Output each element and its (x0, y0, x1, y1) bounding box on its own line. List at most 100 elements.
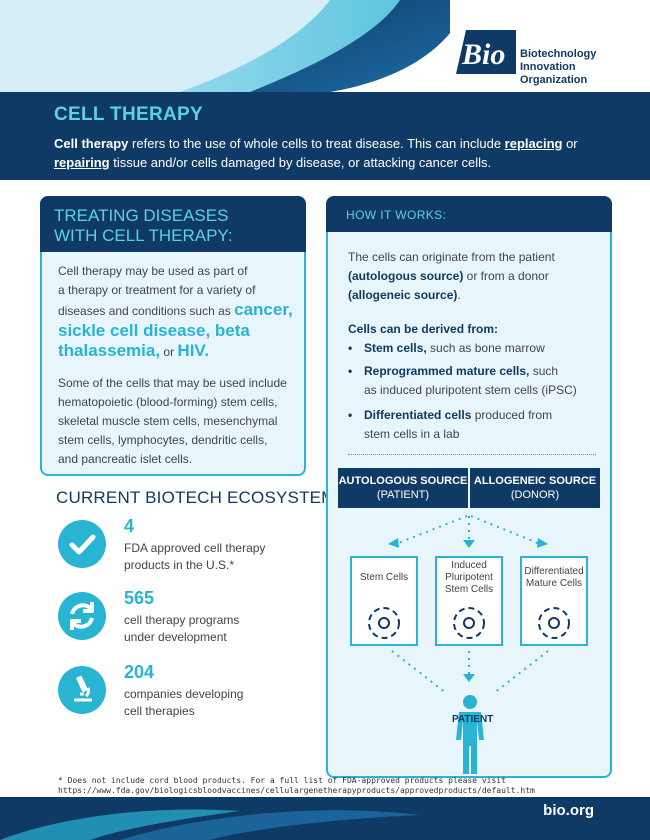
link-repairing[interactable]: repairing (54, 155, 110, 170)
disease-sickle: sickle cell disease, beta (58, 321, 250, 340)
cell-label-line-3: Stem Cells (444, 584, 494, 595)
autologous-sub: (PATIENT) (376, 489, 430, 501)
origin-line-3-wrap: (allogeneic source). (348, 286, 598, 305)
p2-line-5: and pancreatic islet cells. (58, 452, 193, 466)
logo[interactable]: Bio Biotechnology Innovation Organizatio… (450, 0, 650, 92)
cell-label-line-2: Stem Cells (359, 572, 409, 583)
p2-line-1: Some of the cells that may be used inclu… (58, 376, 287, 390)
cell-icon (453, 607, 485, 639)
cell-icon (538, 607, 570, 639)
bullet-rest: such as bone marrow (426, 341, 545, 355)
bullet-rest: produced from (471, 408, 553, 422)
bullet-bold: Stem cells, (364, 341, 427, 355)
treating-panel: TREATING DISEASES WITH CELL THERAPY: Cel… (40, 196, 306, 476)
org-line-1: Biotechnology (520, 48, 597, 60)
cell-label: Differentiated Mature Cells (522, 566, 586, 590)
cell-label: Induced Pluripotent Stem Cells (437, 560, 501, 596)
disease-hiv: HIV. (177, 341, 209, 360)
treating-title-line-1: TREATING DISEASES (54, 206, 229, 225)
org-line-3: Organization (520, 74, 588, 86)
treating-title-line-2: WITH CELL THERAPY: (54, 226, 233, 245)
stat-number: 565 (124, 588, 155, 608)
how-it-works-panel: HOW IT WORKS: The cells can originate fr… (326, 196, 612, 778)
bullet-line-2: stem cells in a lab (364, 427, 460, 441)
bullet-bold: Reprogrammed mature cells, (364, 364, 530, 378)
link-replacing[interactable]: replacing (504, 136, 563, 151)
list-item: Reprogrammed mature cells, such as induc… (348, 362, 602, 400)
cell-type-card: Stem Cells (350, 556, 418, 646)
refresh-arrows-icon (58, 592, 106, 640)
cell-label-line-3: Mature Cells (525, 578, 583, 589)
origin-paragraph: The cells can originate from the patient… (348, 248, 598, 305)
stat-line-1: FDA approved cell therapy (124, 541, 266, 555)
allogeneic-title: ALLOGENEIC SOURCE (473, 475, 597, 487)
how-title: HOW IT WORKS: (326, 196, 612, 232)
footer-wave-graphic (0, 809, 420, 840)
stat-description: cell therapy programs under development (124, 612, 304, 646)
top-banner: Bio Biotechnology Innovation Organizatio… (0, 0, 650, 92)
intro-text-3: tissue and/or cells damaged by disease, … (109, 155, 492, 170)
bullet-rest: such (529, 364, 559, 378)
allogeneic-sub: (DONOR) (510, 489, 560, 501)
footnote-line-1: * Does not include cord blood products. … (58, 776, 506, 785)
autologous-term: (autologous source) (348, 269, 464, 283)
treating-title: TREATING DISEASES WITH CELL THERAPY: (40, 196, 306, 252)
list-item: Differentiated cells produced from stem … (348, 406, 602, 444)
intro-text-2: or (562, 136, 578, 151)
stat-line-1: companies developing (124, 687, 244, 701)
bullet-bold: Differentiated cells (364, 408, 472, 422)
allogeneic-source-box: ALLOGENEIC SOURCE (DONOR) (470, 468, 600, 508)
p2-line-4: stem cells, lymphocytes, dendritic cells… (58, 433, 268, 447)
checkmark-icon (58, 520, 106, 568)
intro-text-1: refers to the use of whole cells to trea… (128, 136, 505, 151)
bullet-line-1: Differentiated cells produced from (364, 406, 602, 425)
cell-type-card: Differentiated Mature Cells (520, 556, 588, 646)
origin-line-1: The cells can originate from the patient (348, 250, 555, 264)
patient-label: PATIENT (452, 714, 494, 725)
wave-graphic (0, 0, 470, 92)
stat-line-2: under development (124, 630, 227, 644)
allogeneic-term: (allogeneic source) (348, 288, 458, 302)
p1-line-3: diseases and conditions such as (58, 304, 231, 318)
stat-number: 204 (124, 662, 155, 682)
logo-mark-text: Bio (461, 38, 505, 71)
footnote-url[interactable]: https://www.fda.gov/biologicsbloodvaccin… (58, 786, 535, 795)
footnote: * Does not include cord blood products. … (58, 776, 535, 796)
bio-logo-mark: Bio (456, 30, 516, 74)
p2-line-3: skeletal muscle stem cells, mesenchymal (58, 414, 278, 428)
cell-label: Stem Cells (352, 572, 416, 584)
autologous-source-box: AUTOLOGOUS SOURCE (PATIENT) (338, 468, 468, 508)
origin-mid: or from a donor (463, 269, 549, 283)
treating-paragraph-2: Some of the cells that may be used inclu… (58, 374, 287, 469)
list-item: Stem cells, such as bone marrow (348, 339, 602, 358)
patient-figure-icon (456, 695, 484, 774)
or-word: or (163, 345, 175, 359)
stat-line-2: cell therapies (124, 704, 195, 718)
intro-paragraph: Cell therapy refers to the use of whole … (54, 134, 596, 172)
stat-description: companies developing cell therapies (124, 686, 304, 720)
stat-number: 4 (124, 516, 135, 536)
p1-line-2: a therapy or treatment for a variety of (58, 283, 256, 297)
microscope-icon (58, 666, 106, 714)
bio-url-link[interactable]: bio.org (543, 802, 594, 819)
cell-type-card: Induced Pluripotent Stem Cells (435, 556, 503, 646)
org-name: Biotechnology Innovation Organization (520, 48, 596, 87)
cell-label-line-2: Pluripotent (445, 572, 493, 583)
disease-line-wrap: thalassemia, or HIV. (58, 341, 293, 362)
page-title: CELL THERAPY (54, 104, 203, 125)
disease-cancer: cancer, (234, 300, 293, 319)
org-line-2: Innovation (520, 61, 576, 73)
cell-icon (368, 607, 400, 639)
autologous-title: AUTOLOGOUS SOURCE (338, 475, 468, 487)
stat-description: FDA approved cell therapy products in th… (124, 540, 304, 574)
intro-bold: Cell therapy (54, 136, 129, 151)
ecosystem-title: CURRENT BIOTECH ECOSYSTEM (56, 488, 336, 507)
derived-heading: Cells can be derived from: (348, 322, 499, 336)
divider (348, 454, 596, 455)
origin-line-2-wrap: (autologous source) or from a donor (348, 267, 598, 286)
p1-line-1: Cell therapy may be used as part of (58, 264, 248, 278)
cell-label-line-1: Induced (451, 560, 487, 571)
cell-label-line-2: Differentiated (524, 566, 584, 577)
treating-paragraph-1: Cell therapy may be used as part of a th… (58, 262, 293, 362)
footer-band (0, 797, 650, 840)
